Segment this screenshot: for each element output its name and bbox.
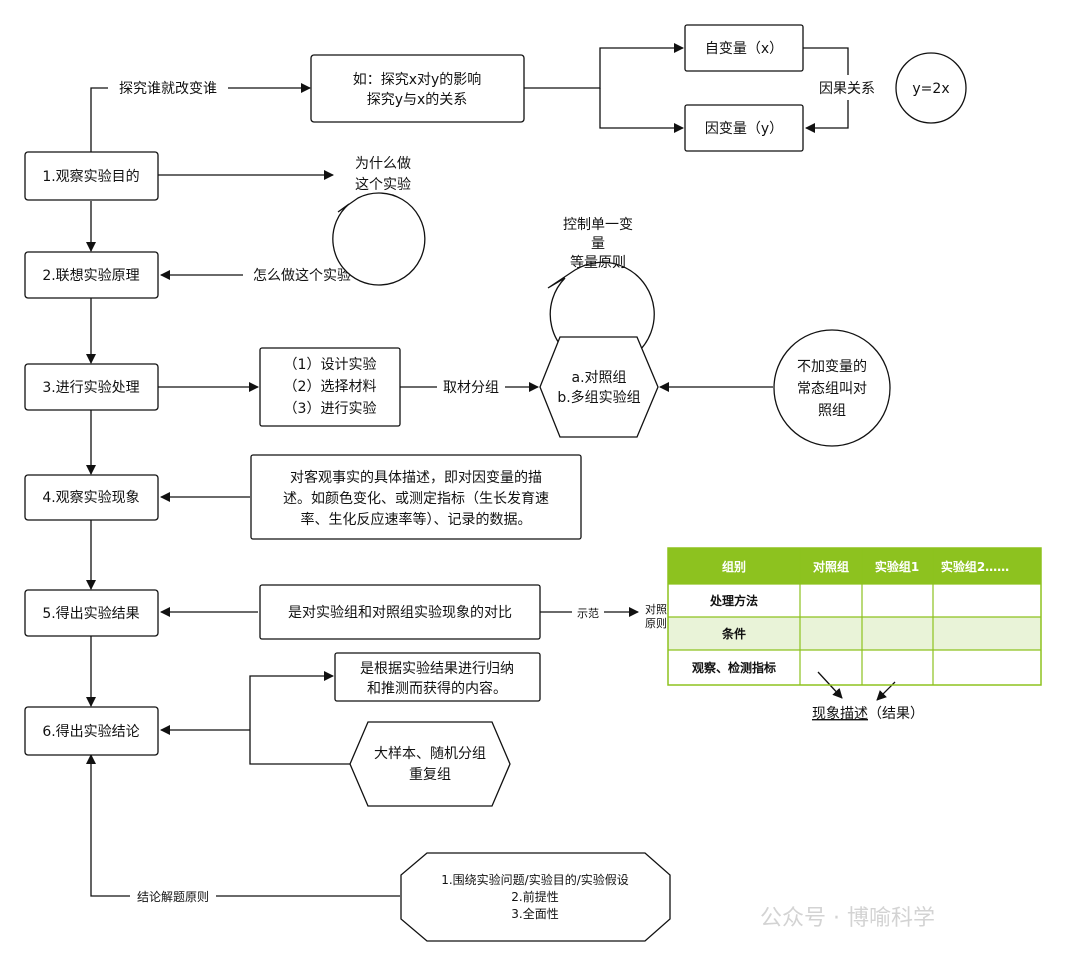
processing-step-3: （3）进行实验: [284, 401, 377, 417]
step-2: 2.联想实验原理: [24, 251, 159, 299]
svg-text:现象描述（结果）: 现象描述（结果）: [812, 706, 924, 722]
step-5-label: 5.得出实验结果: [42, 605, 139, 622]
table-header-exp1: 实验组1: [875, 559, 919, 574]
causality-bracket-top: [803, 47, 849, 75]
table-row-treatment: 处理方法: [709, 593, 758, 608]
table-row-condition: 条件: [721, 626, 746, 641]
how-label: 怎么做这个实验: [253, 267, 351, 284]
table-caption: 现象描述（结果）: [812, 706, 924, 722]
principle-line-2: 2.前提性: [511, 889, 558, 904]
processing-box: （1）设计实验 （2）选择材料 （3）进行实验: [259, 347, 401, 427]
control-group-circle: 不加变量的 常态组叫对 照组: [773, 329, 891, 447]
step-6-label: 6.得出实验结论: [42, 723, 139, 740]
result-text: 是对实验组和对照组实验现象的对比: [288, 605, 512, 621]
to-independent-arrow: [524, 43, 684, 89]
step-6: 6.得出实验结论: [24, 706, 159, 756]
table-band: [668, 617, 1041, 650]
step-boxes: 1.观察实验目的 2.联想实验原理 3.进行实验处理 4.观察实验现象 5.得出…: [24, 151, 159, 756]
step-4: 4.观察实验现象: [24, 474, 159, 521]
purpose-line-2: 这个实验: [355, 176, 411, 193]
explore-label: 探究谁就改变谁: [119, 81, 217, 97]
phenomenon-box: 对客观事实的具体描述，即对因变量的描 述。如颜色变化、或测定指标（生长发育速 率…: [250, 454, 582, 540]
formula-circle: y=2x: [895, 52, 967, 124]
groups-line-1: a.对照组: [571, 370, 626, 386]
processing-step-2: （2）选择材料: [284, 379, 377, 395]
control-line-1: 控制单一变: [563, 217, 633, 233]
step-3: 3.进行实验处理: [24, 363, 159, 411]
connector-labels: 探究谁就改变谁 怎么做这个实验 取材分组 因果关系 示范 对照 原则 结论解题原…: [108, 78, 884, 905]
watermark: 公众号 · 博喻科学: [760, 906, 935, 931]
explore-arrow: [90, 83, 311, 152]
control-note-line-1: 不加变量的: [797, 359, 867, 375]
watermark-text: 公众号 · 博喻科学: [760, 906, 935, 931]
sample-connector: [249, 730, 350, 765]
step-1-label: 1.观察实验目的: [42, 168, 139, 185]
independent-label: 自变量（x）: [705, 41, 783, 57]
step-3-label: 3.进行实验处理: [42, 380, 139, 396]
phenomenon-line-2: 述。如颜色变化、或测定指标（生长发育速: [283, 490, 549, 507]
example-line-2: 探究y与x的关系: [367, 92, 468, 108]
purpose-bubble: 为什么做 这个实验: [332, 156, 426, 286]
phenomenon-line-3: 率、生化反应速率等）、记录的数据。: [301, 511, 532, 528]
step-4-label: 4.观察实验现象: [42, 489, 139, 506]
table-header-exp2: 实验组2……: [941, 559, 1009, 574]
formula-label: y=2x: [912, 81, 949, 97]
example-line-1: 如：探究x对y的影响: [353, 72, 482, 88]
grouping-label: 取材分组: [443, 380, 499, 396]
principle-line-1: 1.围绕实验问题/实验目的/实验假设: [441, 872, 629, 887]
control-line-3: 等量原则: [570, 254, 626, 271]
groups-line-2: b.多组实验组: [557, 389, 640, 406]
conclusion-note-line-1: 是根据实验结果进行归纳: [360, 660, 514, 677]
sample-hexagon: 大样本、随机分组 重复组: [349, 721, 511, 807]
sample-line-2: 重复组: [409, 766, 451, 783]
principle-octagon: 1.围绕实验问题/实验目的/实验假设 2.前提性 3.全面性: [400, 852, 671, 942]
phenomenon-line-1: 对客观事实的具体描述，即对因变量的描: [290, 469, 542, 486]
control-line-2: 量: [591, 236, 605, 252]
conclusion-note-line-2: 和推测而获得的内容。: [367, 680, 507, 697]
step-5: 5.得出实验结果: [24, 589, 159, 637]
example-box: 如：探究x对y的影响 探究y与x的关系: [310, 54, 525, 123]
table-row-observation: 观察、检测指标: [692, 660, 776, 675]
independent-variable-box: 自变量（x）: [684, 24, 804, 72]
control-note-line-2: 常态组叫对: [797, 381, 867, 397]
table-header-control: 对照组: [813, 559, 849, 574]
to-dependent-arrow: [599, 88, 684, 133]
dependent-variable-box: 因变量（y）: [684, 104, 804, 152]
control-note-line-3: 照组: [818, 403, 846, 419]
caption-rest: （结果）: [868, 706, 924, 722]
result-box: 是对实验组和对照组实验现象的对比: [259, 584, 541, 640]
groups-hexagon: a.对照组 b.多组实验组: [539, 336, 659, 438]
table-header-group: 组别: [722, 559, 746, 574]
conclusion-note-arrow: [249, 671, 334, 730]
step-2-label: 2.联想实验原理: [42, 268, 139, 284]
dependent-label: 因变量（y）: [705, 121, 783, 137]
principle-label: 结论解题原则: [137, 890, 209, 904]
step-1: 1.观察实验目的: [24, 151, 159, 201]
caption-underlined: 现象描述: [812, 706, 868, 722]
conclusion-note-box: 是根据实验结果进行归纳 和推测而获得的内容。: [334, 652, 541, 702]
processing-step-1: （1）设计实验: [284, 357, 377, 373]
demo-table: 组别 对照组 实验组1 实验组2…… 处理方法 条件 观察、检测指标: [667, 547, 1042, 686]
causality-bracket-bottom: [805, 100, 849, 133]
side-label-2: 原则: [645, 617, 667, 630]
principle-return-arrow: [86, 754, 400, 897]
side-label-1: 对照: [645, 602, 667, 616]
causality-label: 因果关系: [819, 81, 875, 97]
demo-label: 示范: [577, 606, 599, 620]
purpose-line-1: 为什么做: [355, 156, 411, 172]
sample-line-1: 大样本、随机分组: [374, 746, 486, 762]
principle-line-3: 3.全面性: [511, 906, 558, 921]
table-header-bg: [668, 548, 1041, 584]
